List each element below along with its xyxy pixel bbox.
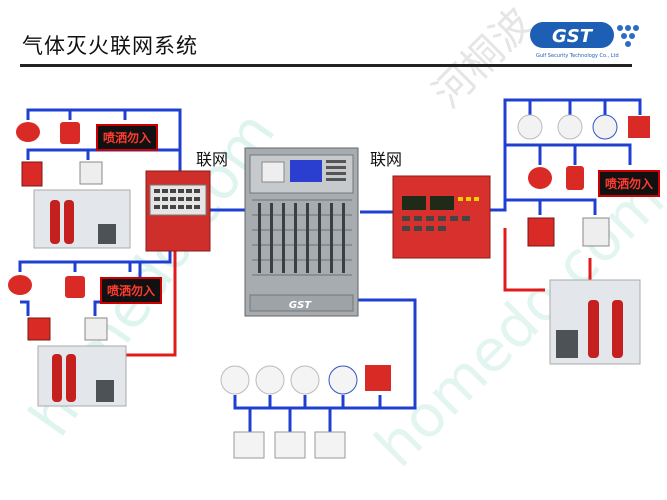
strobe-icon — [60, 122, 80, 144]
alarm-bell-icon — [8, 275, 32, 295]
alarm-bell-icon — [16, 122, 40, 142]
io-module-icon — [314, 431, 346, 459]
network-label-left: 联网 — [196, 150, 229, 169]
title-underline — [20, 64, 632, 67]
warning-sign: 喷洒勿入 — [100, 277, 163, 304]
io-module-icon — [233, 431, 265, 459]
gst-logo: GST Gulf Security Technology Co., Ltd — [530, 22, 639, 59]
detector-icon — [328, 365, 358, 395]
manual-call-point-icon — [628, 116, 650, 138]
left-bottom-devices — [8, 275, 127, 407]
bottom-devices — [220, 365, 391, 459]
bus-bottom — [233, 298, 417, 432]
io-module-icon — [274, 431, 306, 459]
warning-sign: 喷洒勿入 — [96, 124, 159, 151]
page-title: 气体灭火联网系统 — [22, 34, 198, 58]
heat-detector-icon — [557, 114, 583, 140]
manual-call-point-icon — [365, 365, 391, 391]
strobe-icon — [65, 276, 85, 298]
bus-right — [490, 98, 642, 215]
left-gas-control-panel — [145, 170, 211, 252]
heat-detector-icon — [290, 365, 320, 395]
detector-icon — [592, 114, 618, 140]
smoke-detector-icon — [220, 365, 250, 395]
left-top-devices — [16, 122, 131, 249]
main-control-panel: GST — [244, 147, 359, 317]
module-icon — [582, 217, 610, 247]
main-panel-brand: GST — [289, 300, 312, 311]
manual-call-point-icon — [21, 161, 43, 187]
manual-call-point-icon — [527, 217, 555, 247]
warning-sign: 喷洒勿入 — [598, 170, 661, 197]
right-devices — [517, 114, 650, 365]
smoke-detector-icon — [255, 365, 285, 395]
right-gas-control-panel — [392, 175, 491, 259]
smoke-detector-icon — [517, 114, 543, 140]
network-label-right: 联网 — [370, 150, 403, 169]
manual-call-point-icon — [27, 317, 51, 341]
svg-text:GST: GST — [552, 26, 594, 47]
svg-text:Gulf Security Technology Co.,: Gulf Security Technology Co., Ltd — [536, 53, 619, 59]
alarm-bell-icon — [528, 167, 552, 189]
strobe-icon — [566, 166, 584, 190]
module-icon — [84, 317, 108, 341]
module-icon — [79, 161, 103, 185]
